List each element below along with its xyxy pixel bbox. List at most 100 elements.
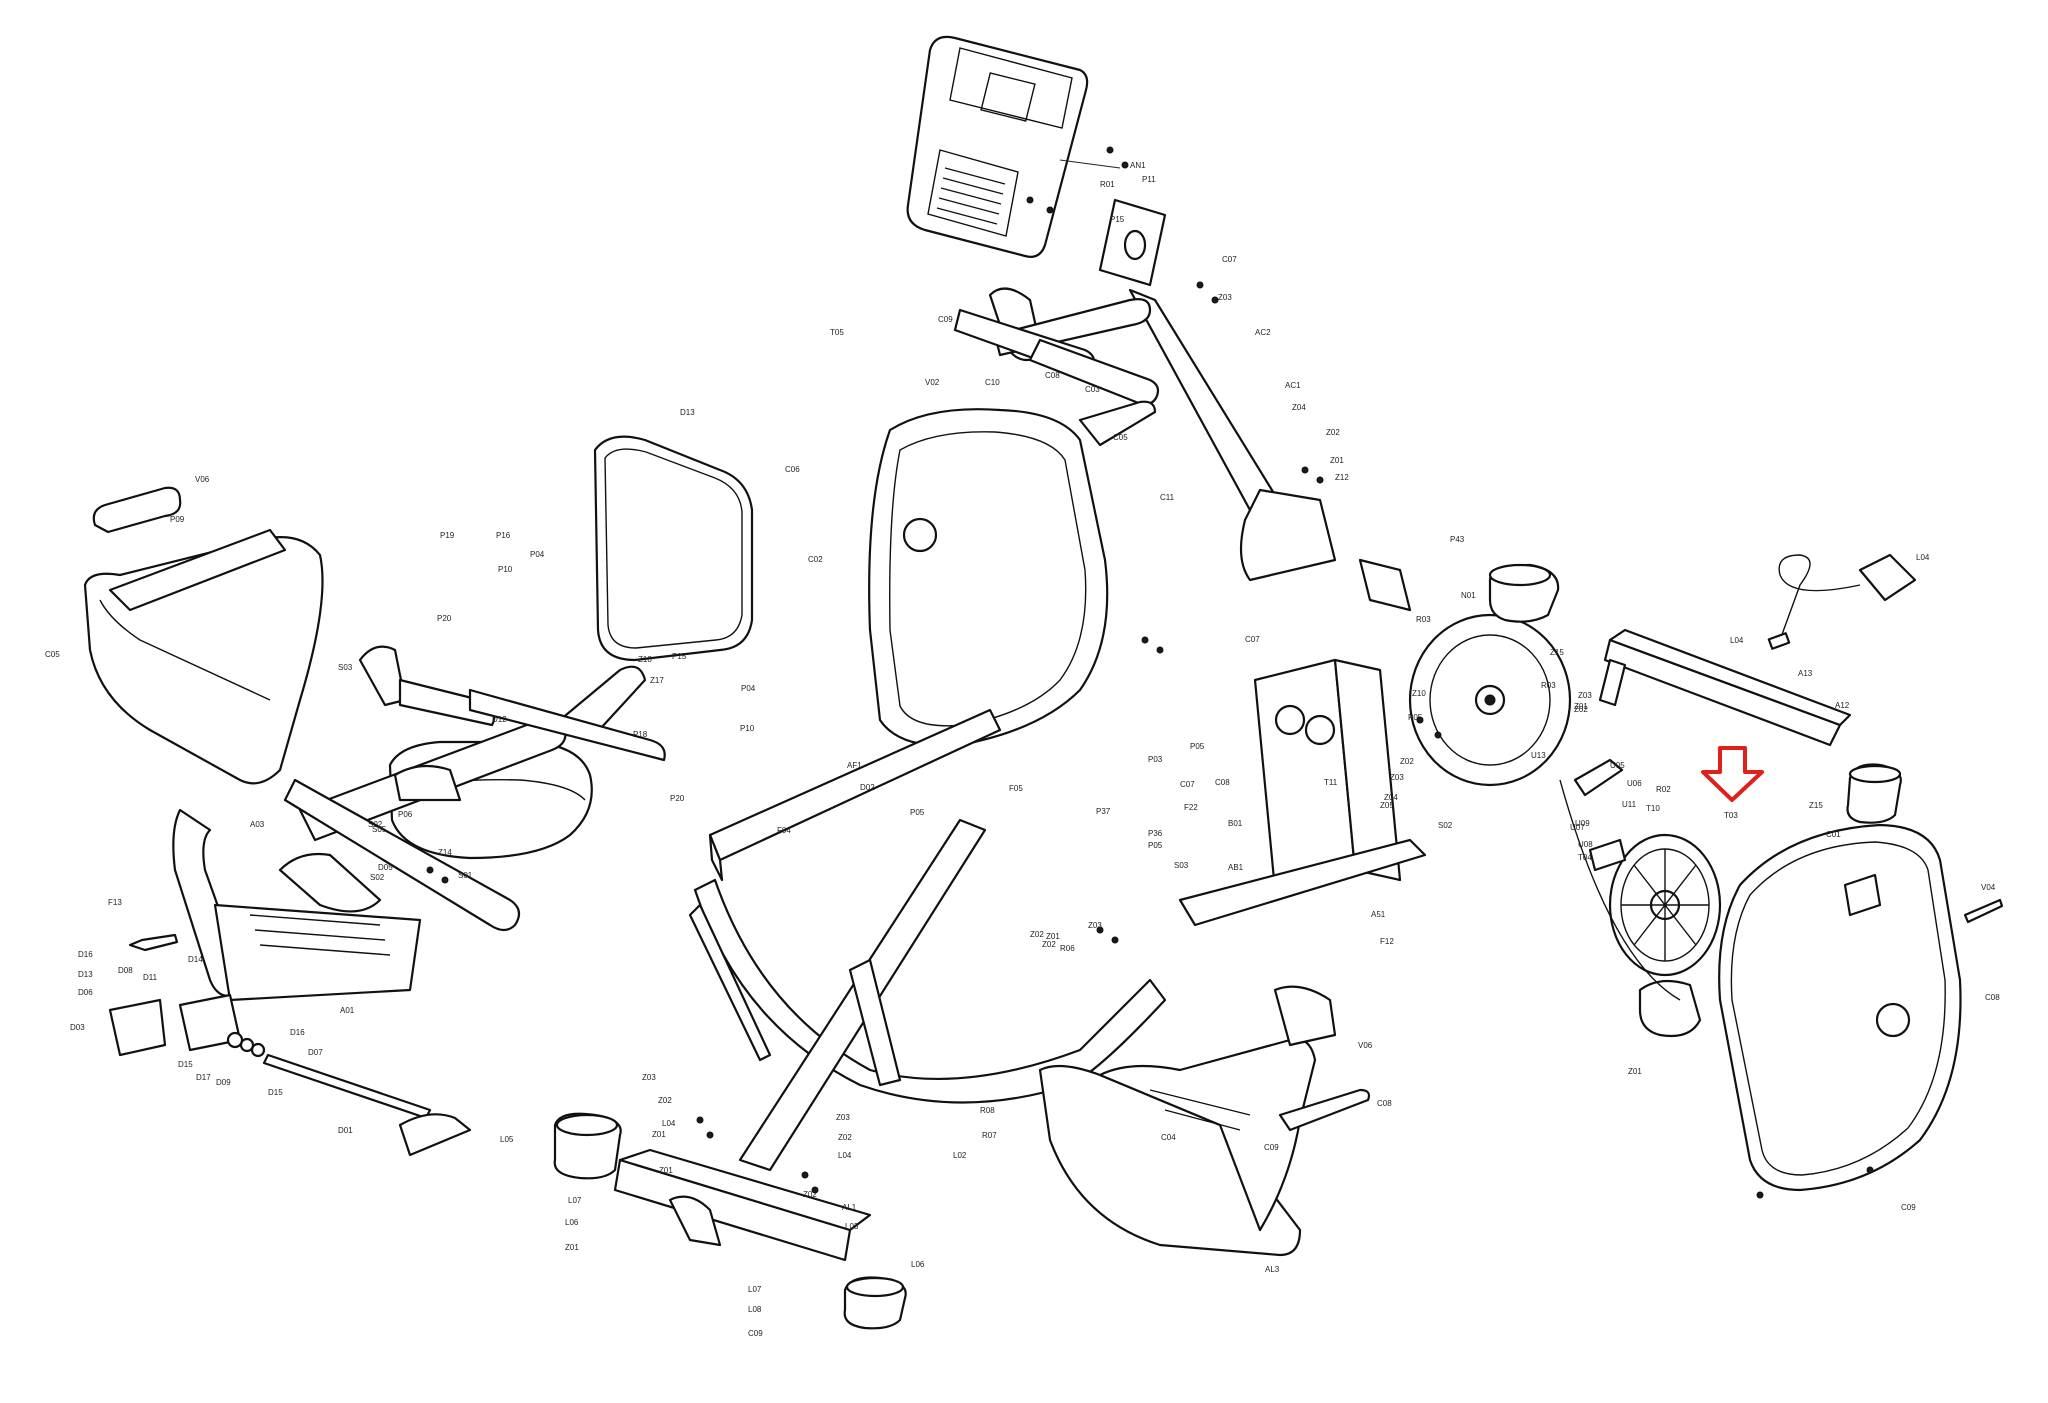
- callout-labels: AN1P11R01P15C07Z03C09C10C08C11AC1AC2Z04Z…: [45, 161, 2000, 1338]
- callout-label: D15: [178, 1060, 193, 1069]
- right-shroud: [1718, 823, 2004, 1192]
- seat-back: [593, 435, 754, 662]
- callout-label: T05: [830, 328, 844, 337]
- callout-label: C07: [1222, 255, 1237, 264]
- console-assembly: [906, 35, 1121, 258]
- callout-label: D16: [78, 950, 93, 959]
- handlebar-assembly: [953, 198, 1337, 582]
- callout-label: C02: [808, 555, 823, 564]
- callout-label: P05: [910, 808, 925, 817]
- callout-label: D16: [290, 1028, 305, 1037]
- callout-label: P05: [1148, 841, 1163, 850]
- callout-label: P05: [1190, 742, 1205, 751]
- callout-label: AC2: [1255, 328, 1271, 337]
- callout-label: AC1: [1285, 381, 1301, 390]
- callout-label: Z03: [1088, 921, 1102, 930]
- callout-label: C09: [1264, 1143, 1279, 1152]
- callout-label: Z03: [642, 1073, 656, 1082]
- callout-label: D13: [680, 408, 695, 417]
- callout-label: AB1: [1228, 863, 1244, 872]
- callout-label: R06: [1060, 944, 1075, 953]
- callout-label: D07: [308, 1048, 323, 1057]
- callout-label: Z02: [1574, 705, 1588, 714]
- callout-label: P19: [440, 531, 455, 540]
- callout-label: Z03: [1578, 691, 1592, 700]
- callout-label: T04: [1578, 853, 1592, 862]
- callout-label: C09: [748, 1329, 763, 1338]
- callout-label: P10: [740, 724, 755, 733]
- callout-label: U06: [1627, 779, 1642, 788]
- console-grille: [936, 167, 1006, 225]
- callout-label: L05: [500, 1135, 514, 1144]
- down-arrow-icon: [1701, 746, 1764, 802]
- callout-label: R03: [1541, 681, 1556, 690]
- callout-label: P36: [1148, 829, 1163, 838]
- callout-label: L02: [953, 1151, 967, 1160]
- callout-label: L04: [1916, 553, 1930, 562]
- callout-label: D17: [196, 1073, 211, 1082]
- callout-label: P37: [1096, 807, 1111, 816]
- callout-label: Z01: [565, 1243, 579, 1252]
- callout-label: D05: [378, 863, 393, 872]
- callout-label: Z01: [1574, 702, 1588, 711]
- left-shroud: [868, 408, 1109, 747]
- callout-label: A03: [250, 820, 265, 829]
- callout-label: AN1: [1130, 161, 1146, 170]
- callout-label: A13: [1798, 669, 1813, 678]
- callout-label: Z01: [1330, 456, 1344, 465]
- callout-label: P16: [496, 531, 511, 540]
- magnet-cup: [1488, 563, 1560, 623]
- callout-label: A01: [340, 1006, 355, 1015]
- callout-label: B01: [1228, 819, 1243, 828]
- callout-label: P06: [398, 810, 413, 819]
- callout-label: P20: [670, 794, 685, 803]
- callout-label: P03: [1148, 755, 1163, 764]
- callout-label: D06: [78, 988, 93, 997]
- callout-label: C08: [1045, 371, 1060, 380]
- power-adapter: [1767, 553, 1917, 650]
- callout-label: C04: [1161, 1133, 1176, 1142]
- callout-label: F22: [1184, 803, 1198, 812]
- callout-label: P43: [1450, 535, 1465, 544]
- callout-label: D13: [78, 970, 93, 979]
- callout-label: Z15: [1550, 648, 1564, 657]
- callout-label: Z12: [1335, 473, 1349, 482]
- callout-label: U09: [1575, 819, 1590, 828]
- callout-label: F12: [1380, 937, 1394, 946]
- callout-label: U11: [1622, 800, 1637, 809]
- callout-label: F04: [777, 826, 791, 835]
- callout-label: L06: [911, 1260, 925, 1269]
- callout-label: Z10: [1412, 689, 1426, 698]
- main-frame: [613, 708, 1167, 1262]
- callout-label: S03: [1174, 861, 1189, 870]
- callout-label: P04: [530, 550, 545, 559]
- callout-label: P10: [498, 565, 513, 574]
- callout-label: P09: [170, 515, 185, 524]
- callout-label: Z17: [650, 676, 664, 685]
- callout-label: T03: [1724, 811, 1738, 820]
- callout-label: A51: [1371, 910, 1386, 919]
- callout-label: P20: [437, 614, 452, 623]
- callout-label: S03: [338, 663, 353, 672]
- callout-label: V06: [195, 475, 210, 484]
- callout-label: Z02: [1030, 930, 1044, 939]
- callout-label: C11: [1160, 493, 1175, 502]
- callout-label: Z01: [659, 1166, 673, 1175]
- callout-label: D03: [70, 1023, 85, 1032]
- callout-label: AF1: [847, 761, 862, 770]
- callout-label: A12: [1835, 701, 1850, 710]
- callout-label: Z14: [438, 848, 452, 857]
- callout-label: F05: [1009, 784, 1023, 793]
- callout-label: D14: [188, 955, 203, 964]
- callout-label: Z02: [658, 1096, 672, 1105]
- callout-label: S02: [368, 820, 383, 829]
- callout-label: C08: [1377, 1099, 1392, 1108]
- callout-label: L03: [845, 1222, 859, 1231]
- callout-label: C08: [1215, 778, 1230, 787]
- callout-label: Z03: [836, 1113, 850, 1122]
- callout-label: C09: [1901, 1203, 1916, 1212]
- callout-label: C08: [1985, 993, 2000, 1002]
- callout-label: C05: [45, 650, 60, 659]
- pedal-assembly: [108, 933, 472, 1157]
- callout-label: U13: [1531, 751, 1546, 760]
